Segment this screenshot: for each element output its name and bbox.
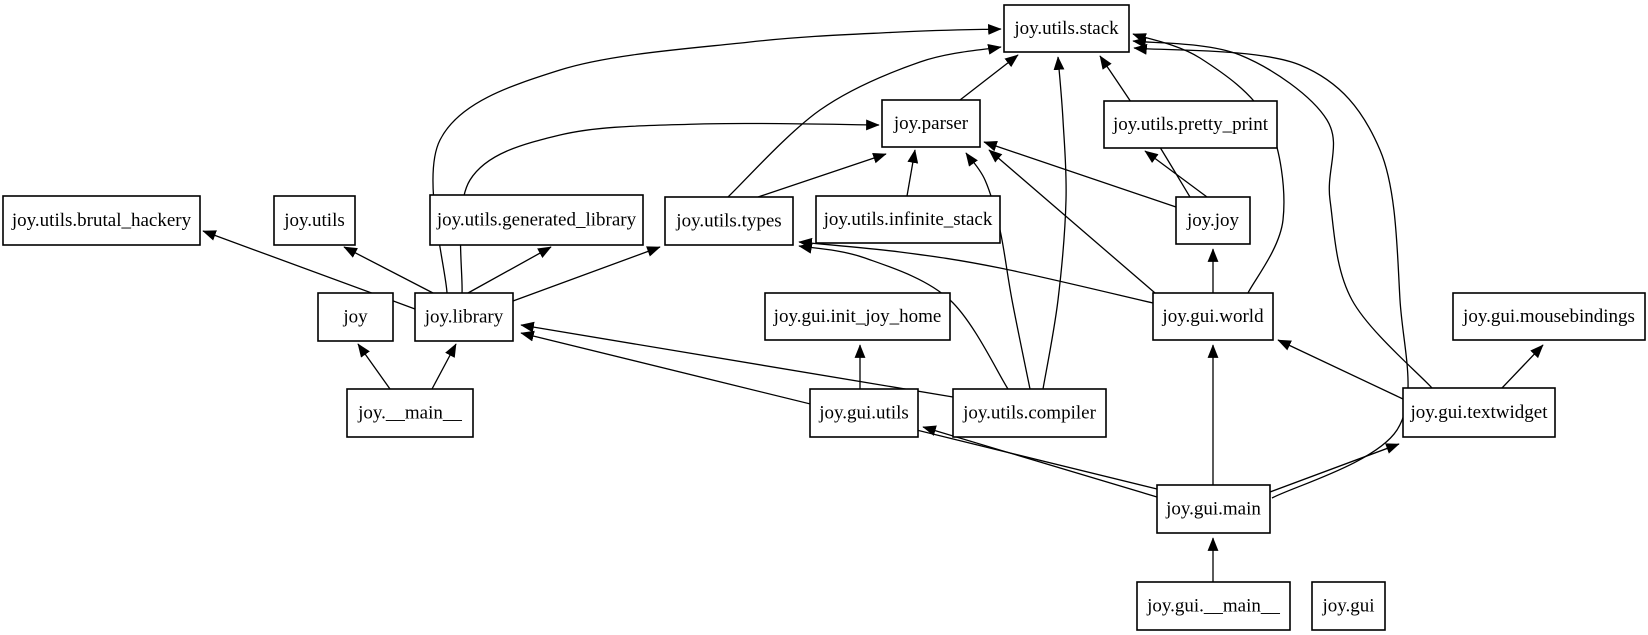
node-label-joy-utils-stack: joy.utils.stack	[1013, 18, 1119, 39]
node-joy-utils-types: joy.utils.types	[664, 196, 794, 246]
edge-joy-utils-compiler-to-joy-utils-types	[798, 242, 1009, 390]
edge-joy-gui-main-to-joy-gui-utils	[922, 425, 1158, 498]
node-label-joy: joy	[342, 307, 368, 328]
node-label-joy-gui-init-joy-home: joy.gui.init_joy_home	[773, 306, 942, 327]
node-label-joy-gui: joy.gui	[1321, 596, 1374, 617]
node-box-joy-parser	[881, 99, 981, 148]
node-label-joy-gui-main: joy.gui.main	[1165, 499, 1261, 520]
node-label-joy-utils-brutal-hackery: joy.utils.brutal_hackery	[11, 210, 192, 231]
node-box-joy-gui-world	[1152, 292, 1274, 341]
node-box-joy-utils-infinite-stack	[815, 195, 1001, 244]
node-box-joy-utils	[273, 195, 356, 246]
node-box-joy-main	[346, 388, 474, 438]
node-joy-gui-main: joy.gui.__main__	[1136, 581, 1291, 631]
edge-joy-utils-compiler-to-joy-utils-stack	[1042, 56, 1067, 390]
node-joy-main: joy.__main__	[346, 388, 474, 438]
edge-joy-utils-compiler-to-joy-parser	[965, 152, 1031, 390]
node-label-joy-library: joy.library	[424, 307, 504, 328]
node-box-joy-library	[414, 292, 514, 342]
node-label-joy-utils: joy.utils	[283, 210, 345, 231]
node-label-joy-utils-compiler: joy.utils.compiler	[962, 403, 1096, 424]
node-joy-gui-main: joy.gui.main	[1156, 484, 1271, 534]
node-label-joy-joy: joy.joy	[1186, 210, 1240, 231]
edge-joy-gui-world-to-joy-parser	[988, 149, 1156, 294]
edge-joy-utils-types-to-joy-parser	[757, 152, 887, 198]
node-label-joy-utils-types: joy.utils.types	[675, 211, 781, 232]
node-joy-gui: joy.gui	[1311, 581, 1386, 631]
node-box-joy-utils-generated-library	[429, 194, 644, 246]
edge-joy-utils-compiler-to-joy-library	[520, 321, 954, 398]
node-joy-gui-init-joy-home: joy.gui.init_joy_home	[764, 292, 951, 341]
edge-joy-gui-main-to-joy-utils-stack	[1133, 43, 1409, 499]
node-joy-utils: joy.utils	[273, 195, 356, 246]
node-box-joy-joy	[1175, 196, 1251, 245]
node-joy-gui-utils: joy.gui.utils	[809, 388, 919, 438]
node-box-joy-gui-mousebindings	[1452, 292, 1646, 341]
edge-joy-gui-textwidget-to-joy-gui-world	[1277, 339, 1404, 400]
node-box-joy-gui-main	[1156, 484, 1271, 534]
node-joy-utils-infinite-stack: joy.utils.infinite_stack	[815, 195, 1001, 244]
node-label-joy-gui-utils: joy.gui.utils	[818, 403, 909, 424]
node-label-joy-utils-generated-library: joy.utils.generated_library	[436, 210, 637, 231]
edge-joy-library-to-joy-utils-stack	[432, 23, 1002, 294]
node-joy-joy: joy.joy	[1175, 196, 1251, 245]
node-box-joy-utils-compiler	[952, 388, 1107, 438]
node-box-joy-gui-main	[1136, 581, 1291, 631]
edges-layer	[202, 23, 1544, 582]
node-label-joy-utils-pretty-print: joy.utils.pretty_print	[1112, 114, 1269, 135]
edge-joy-library-to-joy-utils	[343, 246, 434, 294]
node-label-joy-gui-world: joy.gui.world	[1161, 306, 1264, 327]
edge-joy-joy-to-joy-parser	[983, 140, 1177, 208]
edge-joy-main-to-joy-library	[431, 343, 457, 390]
node-joy-utils-compiler: joy.utils.compiler	[952, 388, 1107, 438]
node-label-joy-main: joy.__main__	[357, 403, 462, 424]
node-joy-gui-mousebindings: joy.gui.mousebindings	[1452, 292, 1646, 341]
node-joy-utils-brutal-hackery: joy.utils.brutal_hackery	[2, 195, 201, 246]
node-joy: joy	[317, 292, 394, 342]
edge-joy-utils-types-to-joy-utils-stack	[727, 43, 1002, 198]
node-joy-utils-generated-library: joy.utils.generated_library	[429, 194, 644, 246]
node-label-joy-parser: joy.parser	[893, 113, 969, 134]
node-label-joy-gui-mousebindings: joy.gui.mousebindings	[1462, 306, 1635, 327]
node-joy-utils-stack: joy.utils.stack	[1003, 4, 1130, 53]
node-label-joy-gui-textwidget: joy.gui.textwidget	[1409, 402, 1548, 423]
node-box-joy-gui-init-joy-home	[764, 292, 951, 341]
edge-joy-gui-main-to-joy-gui-textwidget	[1269, 443, 1400, 493]
edge-joy-utils-infinite-stack-to-joy-parser	[906, 149, 919, 197]
node-label-joy-utils-infinite-stack: joy.utils.infinite_stack	[823, 209, 993, 230]
edge-joy-gui-textwidget-to-joy-gui-mousebindings	[1501, 344, 1544, 389]
node-joy-parser: joy.parser	[881, 99, 981, 148]
edge-joy-parser-to-joy-utils-stack	[959, 54, 1019, 101]
node-box-joy-utils-stack	[1003, 4, 1130, 53]
edge-joy-library-to-joy-utils-generated-library	[467, 246, 552, 294]
edge-joy-gui-textwidget-to-joy-utils-stack	[1132, 37, 1433, 389]
node-joy-library: joy.library	[414, 292, 514, 342]
node-box-joy-utils-brutal-hackery	[2, 195, 201, 246]
edge-joy-main-to-joy	[357, 343, 391, 390]
node-box-joy-gui	[1311, 581, 1386, 631]
nodes-layer: joy.utils.stack joy.parser joy.utils.prett…	[2, 4, 1646, 631]
node-joy-gui-textwidget: joy.gui.textwidget	[1402, 387, 1556, 438]
node-joy-utils-pretty-print: joy.utils.pretty_print	[1103, 100, 1278, 149]
edge-joy-joy-to-joy-utils-pretty-print	[1144, 150, 1208, 198]
node-label-joy-gui-main: joy.gui.__main__	[1146, 596, 1280, 617]
node-box-joy-gui-textwidget	[1402, 387, 1556, 438]
node-box-joy	[317, 292, 394, 342]
node-box-joy-utils-pretty-print	[1103, 100, 1278, 149]
node-joy-gui-world: joy.gui.world	[1152, 292, 1274, 341]
node-box-joy-utils-types	[664, 196, 794, 246]
node-box-joy-gui-utils	[809, 388, 919, 438]
edge-joy-gui-world-to-joy-utils-stack	[1132, 33, 1285, 294]
edge-joy-library-to-joy-utils-types	[512, 246, 661, 302]
edge-joy-gui-world-to-joy-utils-types	[798, 237, 1154, 304]
